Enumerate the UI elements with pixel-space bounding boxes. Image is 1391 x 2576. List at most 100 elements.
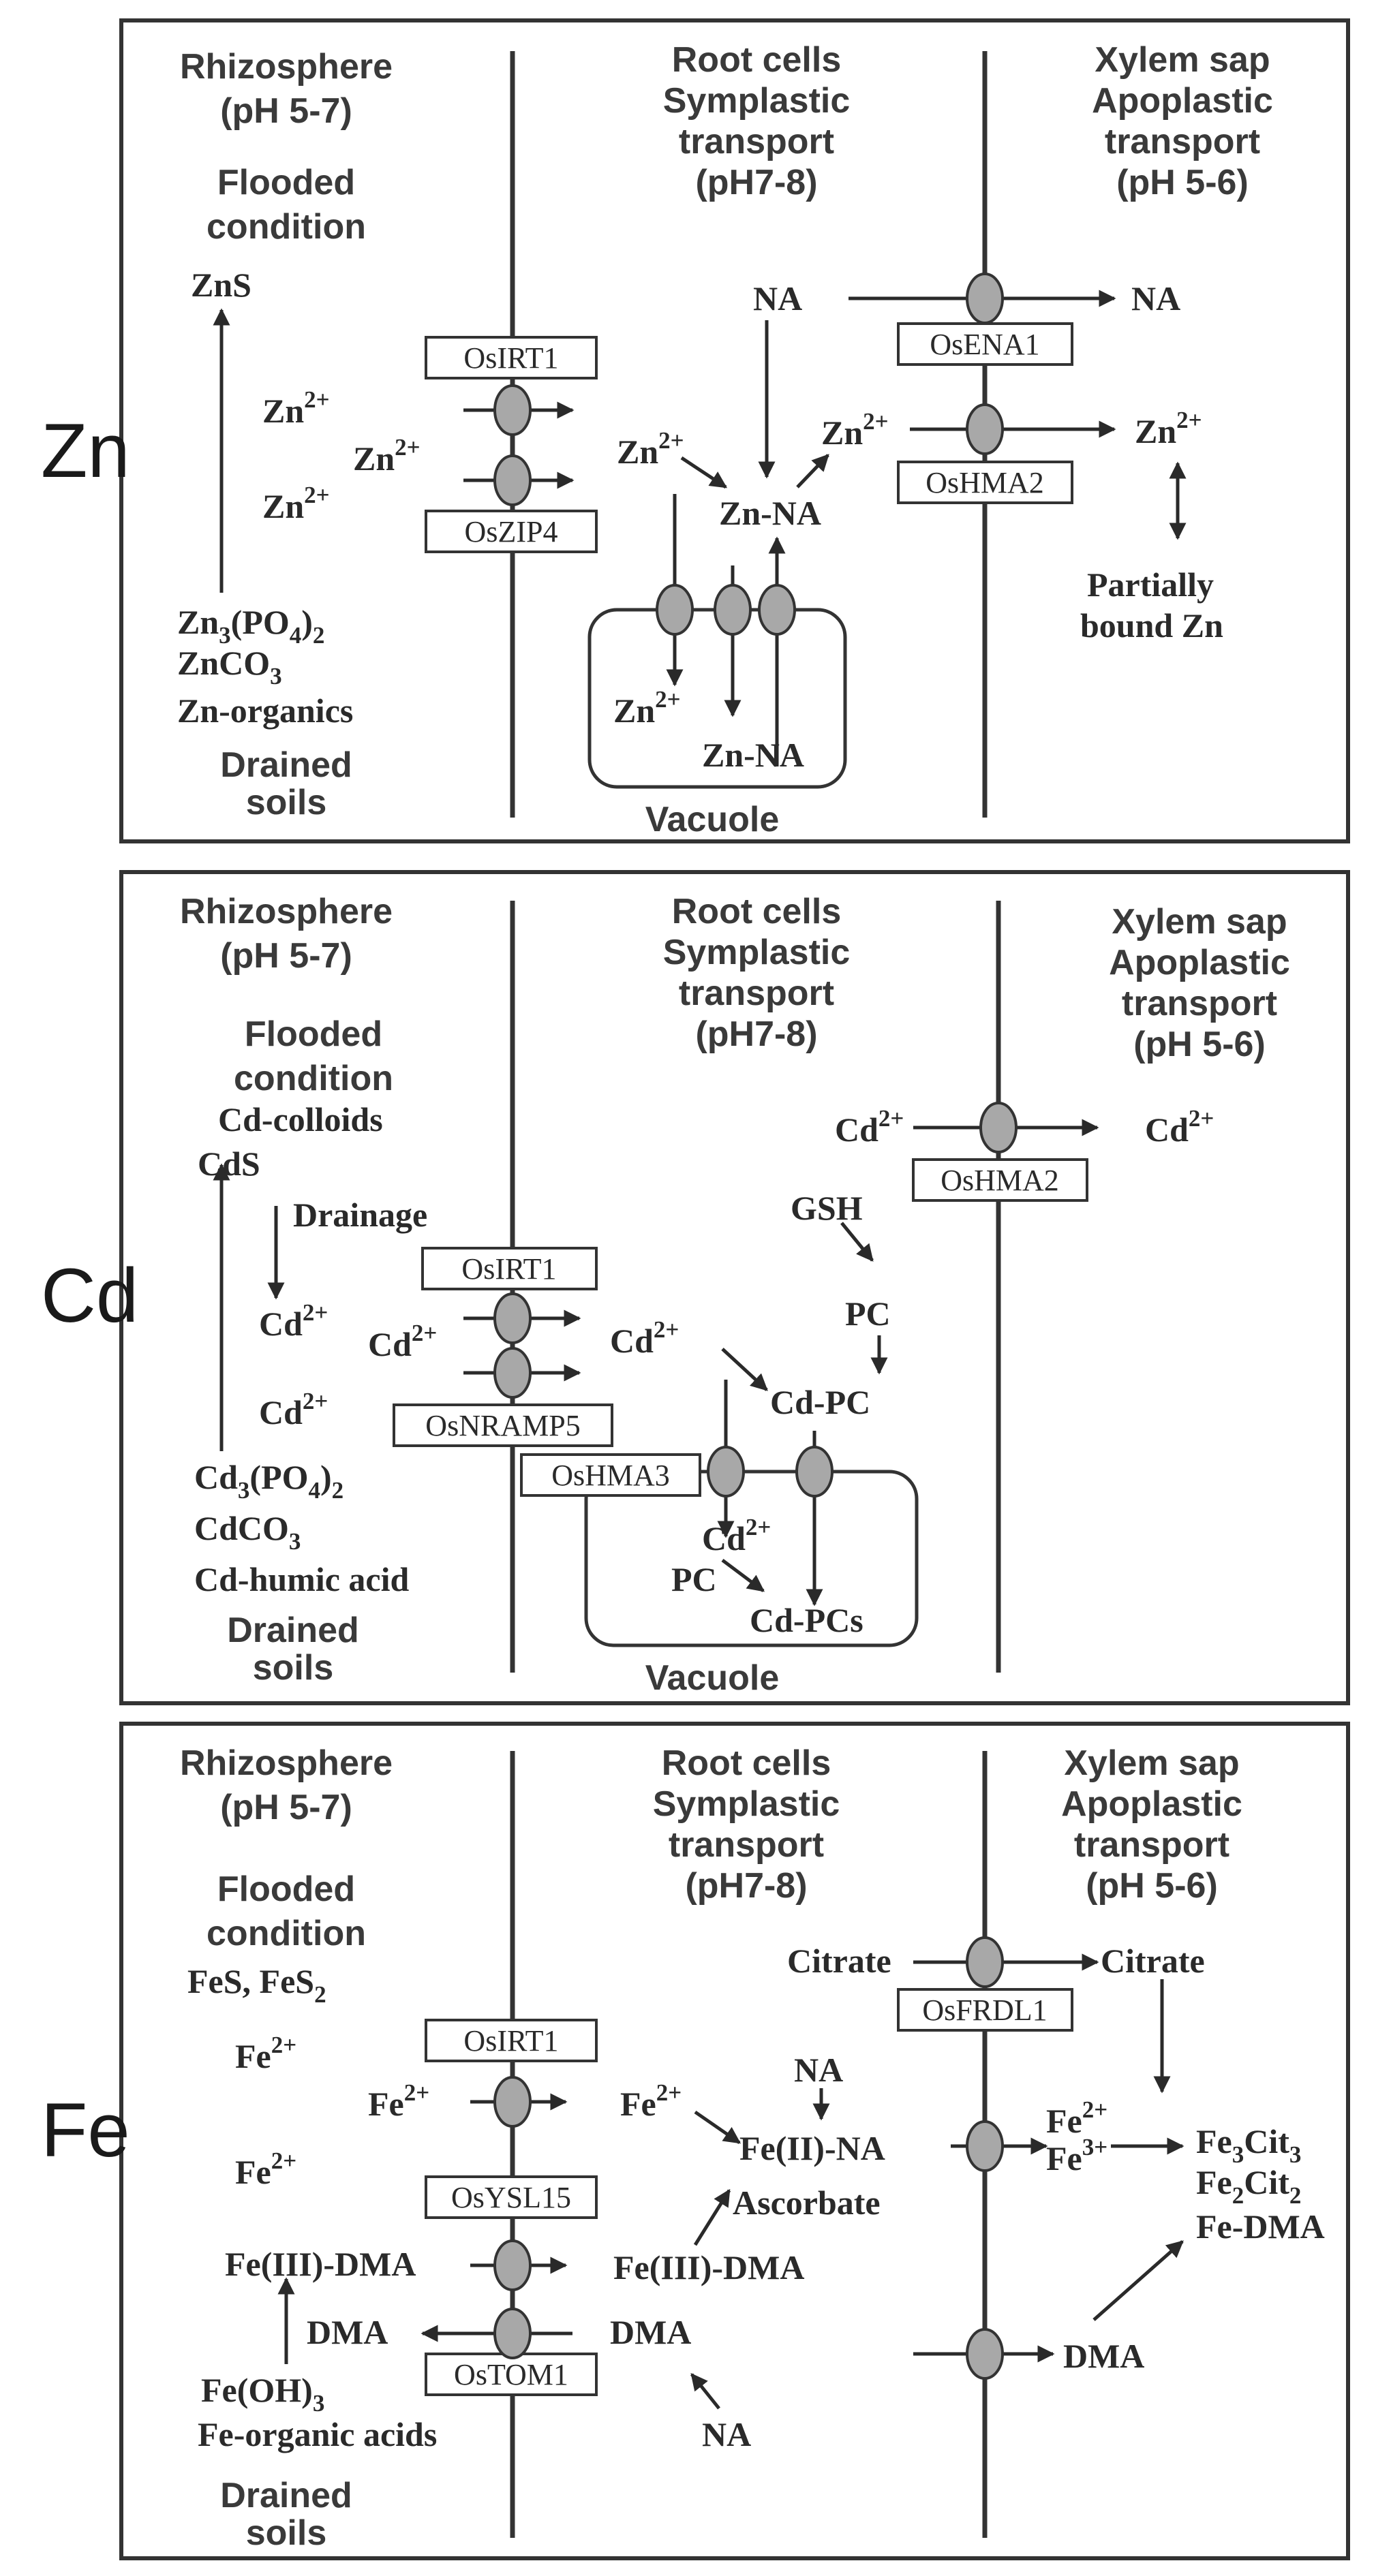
cd-oval-irt1 [493, 1292, 532, 1344]
fe-arrow-fedma-fe2na [693, 2188, 731, 2246]
cd-carbonate: CdCO3 [194, 1509, 301, 1555]
zn-oval-hma2 [966, 403, 1004, 455]
cd-oval-hma3-2 [795, 1446, 834, 1498]
fe-ion-4: Fe2+ [620, 2079, 682, 2123]
fe-osysl15-box [425, 2175, 598, 2219]
cd-rhizosphere-ph: (pH 5-7) [220, 936, 352, 976]
zn-partially-2: bound Zn [1080, 606, 1223, 645]
zn-oval-zip4 [493, 454, 532, 506]
zn-rootcells-3: transport [679, 122, 834, 161]
cd-oval-hma2 [979, 1102, 1018, 1153]
fe-xylem-1: Xylem sap [1064, 1743, 1239, 1783]
zn-panel: Zn Rhizosphere (pH 5-7) Flooded conditio… [41, 18, 1350, 843]
fe-element-label: Fe [41, 2088, 130, 2173]
zn-na-left: NA [753, 279, 802, 317]
zn-zns: ZnS [191, 266, 251, 304]
fe-citrate-right: Citrate [1101, 1942, 1205, 1980]
cd-rootcells-1: Root cells [672, 892, 842, 931]
zn-drained-2: soils [246, 783, 327, 822]
cd-ion-6: Cd2+ [1145, 1105, 1214, 1149]
zn-rootcells-1: Root cells [672, 40, 842, 80]
fe-fe2cit2: Fe2Cit2 [1196, 2163, 1301, 2209]
cd-arrow-cd-cdpc [721, 1348, 768, 1391]
zn-oval-vac-3 [758, 584, 796, 636]
zn-rhizosphere-ph: (pH 5-7) [220, 91, 352, 131]
cd-pc: PC [845, 1294, 891, 1333]
zn-ion-2: Zn2+ [262, 482, 330, 525]
cd-vacuole-label: Vacuole [645, 1658, 780, 1698]
fe-ostom1-box [425, 2353, 598, 2396]
fe-fe3-dma-left: Fe(III)-DMA [225, 2245, 416, 2283]
fe-oh3: Fe(OH)3 [201, 2371, 324, 2417]
zn-ion-6: Zn2+ [1135, 407, 1202, 450]
cd-ion-2: Cd2+ [259, 1388, 328, 1431]
fe-fe3cit3: Fe3Cit3 [1196, 2122, 1301, 2168]
cd-ion-3: Cd2+ [368, 1320, 437, 1363]
zn-xylem-1: Xylem sap [1095, 40, 1270, 80]
zn-osirt1-label: OsIRT1 [463, 341, 558, 375]
zn-ion-1: Zn2+ [262, 386, 330, 430]
zn-drained-1: Drained [220, 745, 352, 785]
fe-oval-tom1 [493, 2308, 532, 2359]
fe-rootcells-4: (pH7-8) [685, 1866, 807, 1906]
cd-oshma3-label: OsHMA3 [551, 1459, 670, 1492]
fe-organic-acids: Fe-organic acids [198, 2415, 437, 2453]
cd-drained-1: Drained [227, 1611, 359, 1650]
cd-gsh: GSH [791, 1189, 863, 1227]
zn-oval-ena1 [966, 273, 1004, 324]
cd-osirt1-box [421, 1247, 598, 1290]
fe-oval-ysl15 [493, 2239, 532, 2291]
cd-xylem-1: Xylem sap [1112, 902, 1287, 942]
fe-ion-5: Fe2+ [1046, 2096, 1107, 2140]
fe-drained-1: Drained [220, 2476, 352, 2515]
zn-zn-na-vac: Zn-NA [702, 736, 804, 774]
fe-ion-6: Fe3+ [1046, 2134, 1107, 2177]
fe-xylem-4: (pH 5-6) [1086, 1866, 1218, 1906]
zn-osena1-label: OsENA1 [930, 328, 1039, 361]
fe-dma-right: DMA [1063, 2337, 1144, 2375]
cd-vacuole [584, 1470, 919, 1647]
fe-na-bottom: NA [702, 2415, 751, 2453]
cd-panel-frame [119, 870, 1350, 1705]
cd-osnramp5-label: OsNRAMP5 [425, 1409, 580, 1442]
cd-colloids: Cd-colloids [218, 1100, 383, 1138]
zn-oval-vac-2 [714, 584, 752, 636]
zn-flooded-2: condition [207, 207, 366, 247]
fe-ion-3: Fe2+ [235, 2147, 296, 2191]
fe-oval-dma [966, 2328, 1004, 2380]
zn-partially-1: Partially [1087, 565, 1214, 604]
fe-panel: Fe Rhizosphere (pH 5-7) Flooded conditio… [41, 1722, 1350, 2560]
zn-osirt1-box [425, 336, 598, 379]
cd-humic: Cd-humic acid [194, 1560, 410, 1598]
fe-oval-irt1 [493, 2076, 532, 2128]
zn-element-label: Zn [41, 408, 130, 493]
cd-ion-1: Cd2+ [259, 1299, 328, 1343]
cd-xylem-4: (pH 5-6) [1133, 1025, 1266, 1064]
cd-ion-vac: Cd2+ [702, 1514, 771, 1557]
zn-xylem-4: (pH 5-6) [1116, 163, 1249, 202]
fe-fe2-na: Fe(II)-NA [739, 2129, 885, 2167]
cd-cd-pc: Cd-PC [770, 1383, 870, 1421]
cd-oval-nramp5 [493, 1347, 532, 1399]
cd-rhizosphere-title: Rhizosphere [180, 892, 393, 931]
cd-arrow-pc-cdpcs [721, 1559, 765, 1592]
zn-organics: Zn-organics [177, 692, 353, 730]
fe-xylem-2: Apoplastic [1061, 1784, 1242, 1824]
cd-xylem-3: transport [1122, 984, 1277, 1023]
cd-oshma2-box [912, 1158, 1088, 1202]
cd-drainage: Drainage [293, 1196, 427, 1234]
zn-rootcells-2: Symplastic [663, 81, 851, 121]
cd-arrow-gsh-pc [840, 1222, 874, 1262]
fe-osfrdl1-label: OsFRDL1 [922, 1993, 1047, 2027]
fe-arrow-na-dma [690, 2373, 720, 2410]
zn-phosphate: Zn3(PO4)2 [177, 603, 324, 649]
zn-arrow-zn-to-znna [680, 456, 728, 489]
fe-rootcells-2: Symplastic [653, 1784, 840, 1824]
fe-ascorbate: Ascorbate [733, 2184, 881, 2222]
zn-ion-vac: Zn2+ [613, 686, 681, 730]
zn-na-right: NA [1131, 279, 1180, 317]
fe-xylem-3: transport [1074, 1825, 1229, 1865]
zn-rhizosphere-title: Rhizosphere [180, 47, 393, 87]
cd-element-label: Cd [41, 1253, 138, 1338]
cd-cd-pcs: Cd-PCs [750, 1601, 863, 1639]
